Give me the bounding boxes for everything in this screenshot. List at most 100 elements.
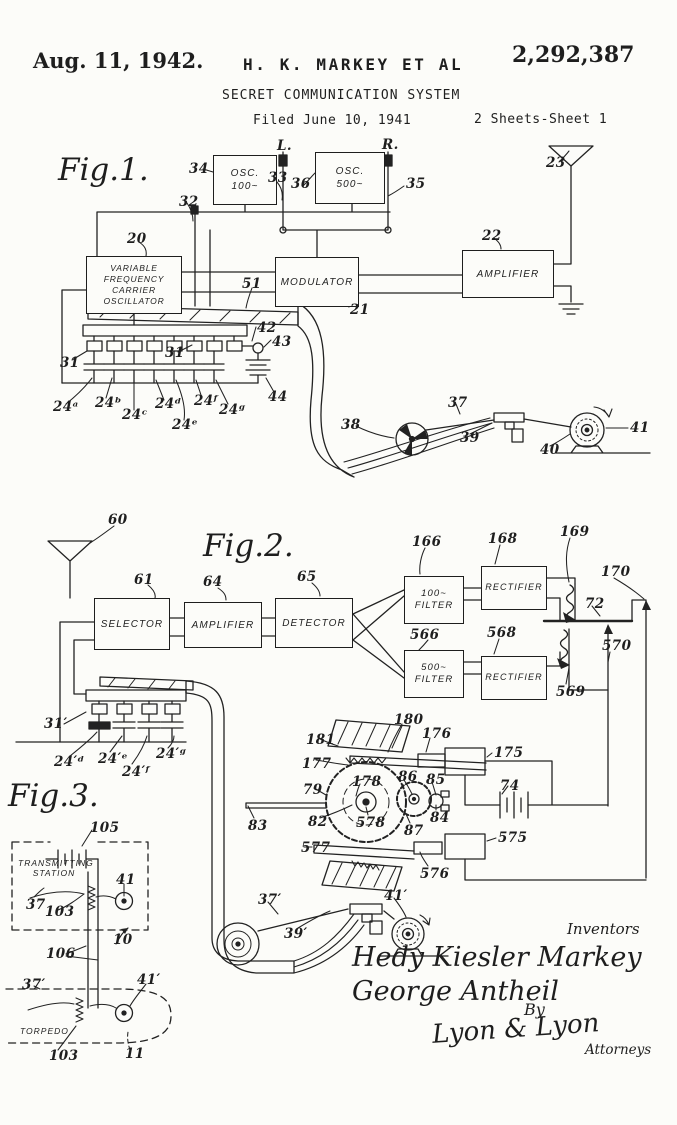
patent-number: 2,292,387 <box>512 42 635 68</box>
fig2-box-rectifier1: RECTIFIER <box>481 566 547 610</box>
patent-author: H. K. MARKEY ET AL <box>243 55 464 74</box>
ref-570: 570 <box>602 638 632 654</box>
ref-24pe: 24′ᵉ <box>98 751 128 767</box>
fig1-box-osc500: OSC. 500~ <box>315 152 385 204</box>
ref-177: 177 <box>302 756 332 772</box>
ref-24c: 24ᶜ <box>122 407 148 423</box>
fig1-box-osc100: OSC. 100~ <box>213 155 277 205</box>
ref-166: 166 <box>412 534 442 550</box>
ref-42: 42 <box>257 320 277 336</box>
fig3-torpedo-label: TORPEDO <box>20 1026 69 1036</box>
ref-36: 36 <box>291 176 311 192</box>
ref-24f: 24ᶠ <box>194 393 218 409</box>
fig3-station-label: TRANSMITTING STATION <box>18 858 94 878</box>
filed-date: Filed June 10, 1941 <box>253 113 412 128</box>
ref-43: 43 <box>272 334 292 350</box>
fig2-box-detector: DETECTOR <box>275 598 353 648</box>
ref-175: 175 <box>494 745 524 761</box>
fig2-linework <box>15 525 651 974</box>
attorneys-caption: Attorneys <box>585 1042 652 1058</box>
ref-24pd: 24′ᵈ <box>54 754 85 770</box>
ref-31: 31 <box>60 355 80 371</box>
inventor-signature-2: George Antheil <box>352 976 559 1007</box>
ref-32: 32 <box>179 194 199 210</box>
ref-11: 11 <box>125 1046 145 1062</box>
ref-578: 578 <box>356 815 386 831</box>
fig2-box-rectifier2: RECTIFIER <box>481 656 547 700</box>
ref-41p: 41′ <box>384 888 408 904</box>
fig1-box-vfco: VARIABLE FREQUENCY CARRIER OSCILLATOR <box>86 256 182 314</box>
ref-24pf: 24′ᶠ <box>122 764 150 780</box>
ref-44: 44 <box>268 389 288 405</box>
ref-10: 10 <box>113 932 133 948</box>
ref-20: 20 <box>127 231 147 247</box>
ref-41: 41 <box>630 420 650 436</box>
ref-576: 576 <box>420 866 450 882</box>
ref-fig3-37p: 37′ <box>22 977 46 993</box>
ref-103b: 103 <box>49 1048 79 1064</box>
fig1-box-amplifier: AMPLIFIER <box>462 250 554 298</box>
ref-106: 106 <box>46 946 76 962</box>
ref-24b: 24ᵇ <box>95 395 122 411</box>
ref-65: 65 <box>297 569 317 585</box>
patent-date: Aug. 11, 1942. <box>33 48 204 73</box>
fig2-box-amplifier: AMPLIFIER <box>184 602 262 648</box>
ref-170: 170 <box>601 564 631 580</box>
ref-178: 178 <box>352 774 382 790</box>
ref-61: 61 <box>134 572 154 588</box>
ref-fig3-41: 41 <box>116 872 136 888</box>
ref-31p: 31′ <box>44 716 68 732</box>
ref-40: 40 <box>540 442 560 458</box>
ref-569: 569 <box>556 684 586 700</box>
ref-84: 84 <box>430 810 450 826</box>
ref-37: 37 <box>448 395 468 411</box>
ref-169: 169 <box>560 524 590 540</box>
ref-38: 38 <box>341 417 361 433</box>
ref-180: 180 <box>394 712 424 728</box>
fig1-switch-right-label: R. <box>382 137 399 153</box>
ref-23: 23 <box>546 155 566 171</box>
inventors-caption: Inventors <box>567 920 640 938</box>
fig1-switch-left-label: L. <box>277 138 292 154</box>
ref-103a: 103 <box>45 904 75 920</box>
ref-24e: 24ᵉ <box>172 417 198 433</box>
ref-64: 64 <box>203 574 223 590</box>
ref-fig3-37: 37 <box>26 897 46 913</box>
ref-31b: 31 <box>165 345 185 361</box>
ref-568: 568 <box>487 625 517 641</box>
ref-85: 85 <box>426 772 446 788</box>
ref-24a: 24ᵃ <box>53 399 79 415</box>
ref-566: 566 <box>410 627 440 643</box>
ref-60: 60 <box>108 512 128 528</box>
ref-577: 577 <box>301 840 331 856</box>
fig2-box-selector: SELECTOR <box>94 598 170 650</box>
ref-79: 79 <box>303 782 323 798</box>
ref-87: 87 <box>404 823 424 839</box>
inventor-signature-1: Hedy Kiesler Markey <box>352 942 642 973</box>
fig1-linework <box>61 145 651 478</box>
ref-24pg: 24′ᵍ <box>156 746 187 762</box>
fig2-box-filter500: 500~ FILTER <box>404 650 464 698</box>
ref-105: 105 <box>90 820 120 836</box>
ref-74: 74 <box>500 778 520 794</box>
ref-fig3-41p: 41′ <box>137 972 161 988</box>
fig2-box-filter100: 100~ FILTER <box>404 576 464 624</box>
ref-24d: 24ᵈ <box>155 396 182 412</box>
ref-168: 168 <box>488 531 518 547</box>
by-label: By <box>524 1000 545 1019</box>
ref-37p: 37′ <box>258 892 282 908</box>
ref-51: 51 <box>242 276 262 292</box>
ref-86: 86 <box>398 769 418 785</box>
ref-21: 21 <box>350 302 370 318</box>
patent-title: SECRET COMMUNICATION SYSTEM <box>222 88 461 103</box>
ref-39p: 39′ <box>284 926 308 942</box>
ref-176: 176 <box>422 726 452 742</box>
fig1-caption: Fig.1. <box>58 152 149 188</box>
ref-82: 82 <box>308 814 328 830</box>
ref-39: 39 <box>460 430 480 446</box>
fig1-box-modulator: MODULATOR <box>275 257 359 307</box>
fig3-linework <box>5 829 172 1051</box>
ref-181: 181 <box>306 732 336 748</box>
ref-72: 72 <box>585 596 605 612</box>
